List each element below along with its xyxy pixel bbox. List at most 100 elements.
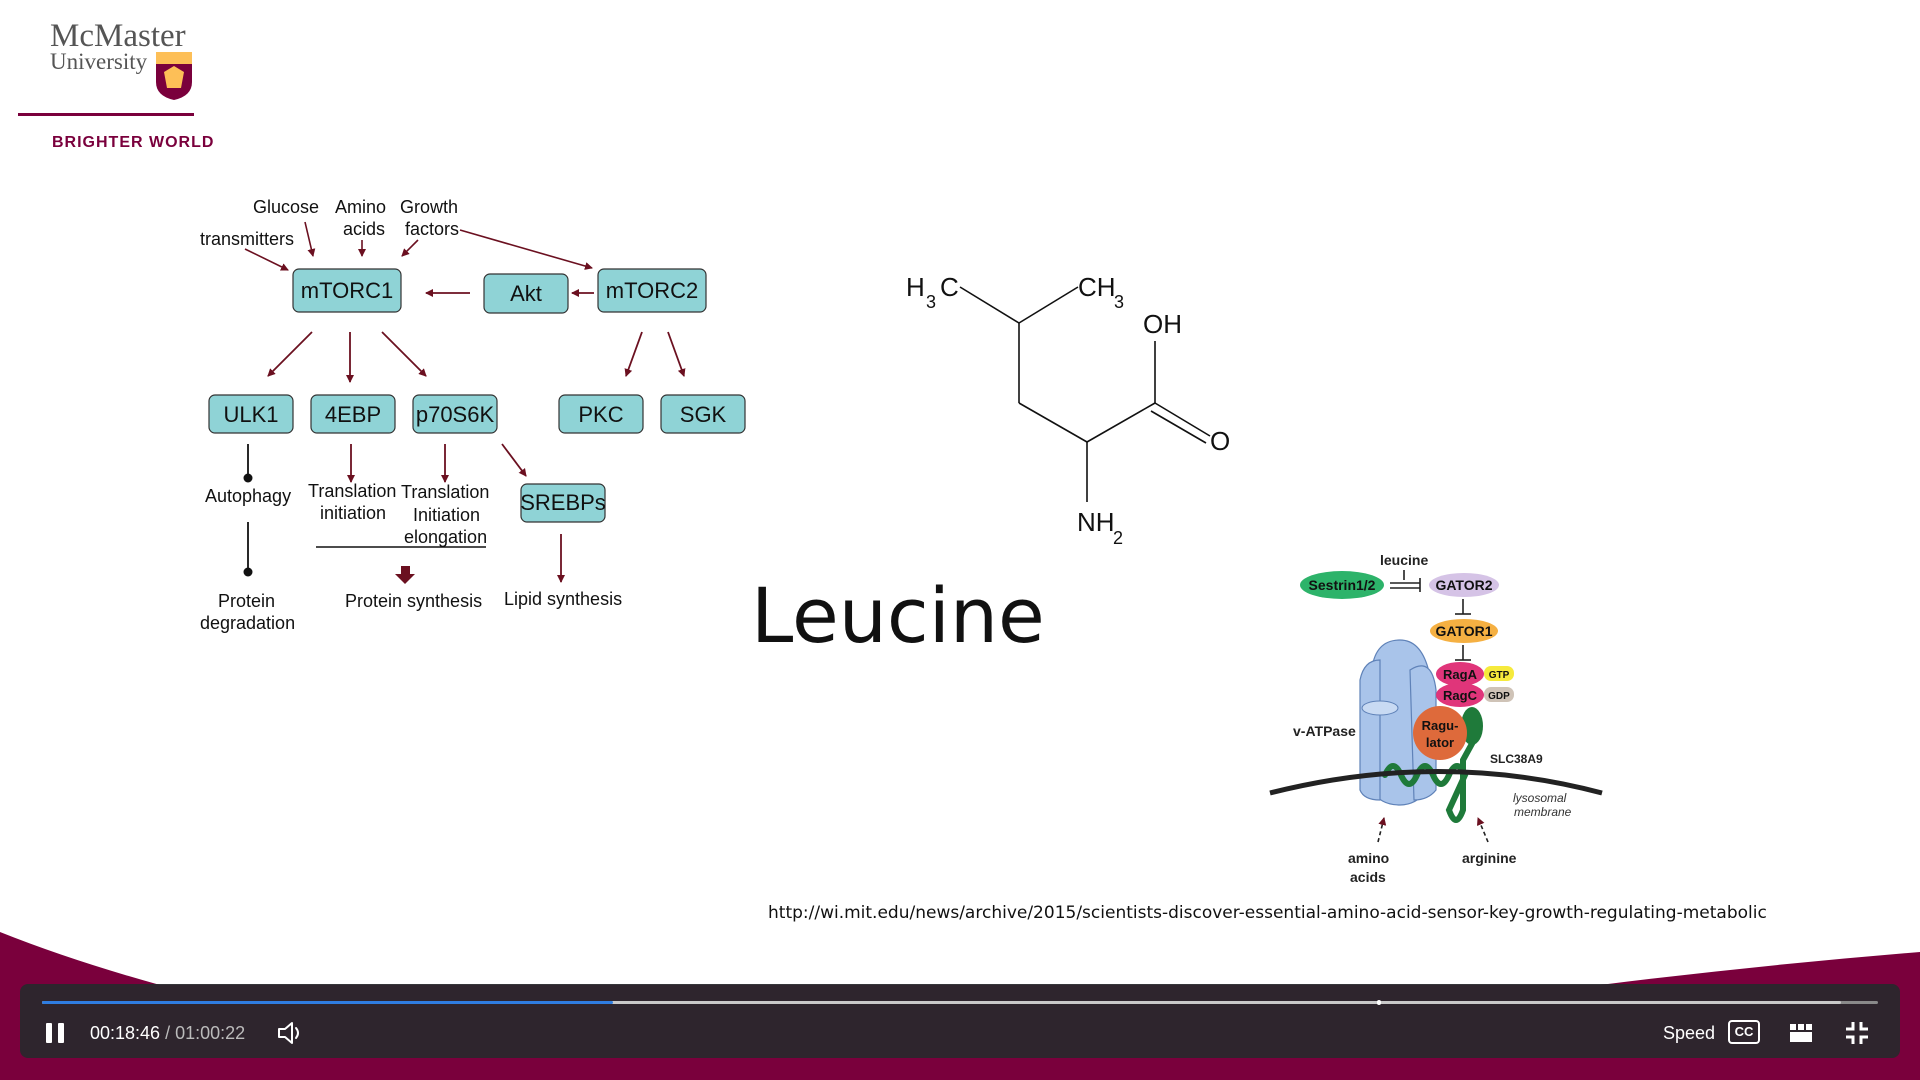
- source-url: http://wi.mit.edu/news/archive/2015/scie…: [768, 903, 1767, 923]
- svg-text:4EBP: 4EBP: [325, 402, 381, 427]
- svg-text:ULK1: ULK1: [223, 402, 278, 427]
- svg-text:mTORC1: mTORC1: [301, 278, 394, 303]
- svg-text:Ragu-: Ragu-: [1422, 718, 1459, 733]
- atom-ch3-sub: 3: [1114, 292, 1124, 312]
- gator1-node: GATOR1: [1430, 619, 1498, 643]
- node-akt: Akt: [483, 273, 569, 314]
- label-leucine: leucine: [1380, 552, 1428, 568]
- pause-button[interactable]: [42, 1020, 68, 1046]
- node-4ebp: 4EBP: [310, 394, 396, 434]
- leucine-inhibit-line: [1390, 570, 1421, 592]
- logo-line-1: McMaster: [50, 18, 186, 54]
- svg-text:mTORC2: mTORC2: [606, 278, 699, 303]
- label-elongation: elongation: [404, 527, 487, 547]
- volume-button[interactable]: [276, 1020, 306, 1046]
- atom-h3c-sub: 3: [926, 292, 936, 312]
- label-acids: acids: [1350, 869, 1386, 885]
- time-display: 00:18:46 / 01:00:22: [90, 1023, 245, 1044]
- node-mtorc2: mTORC2: [597, 268, 707, 313]
- node-p70s6k: p70S6K: [412, 394, 498, 434]
- label-initiation: initiation: [320, 503, 386, 523]
- atom-o: O: [1210, 426, 1230, 456]
- progress-marker: [1376, 1000, 1381, 1005]
- exit-fullscreen-icon: [1846, 1022, 1868, 1044]
- mcmaster-logo: McMaster University BRIGHTER WORLD: [18, 18, 214, 151]
- node-pkc: PKC: [558, 394, 644, 434]
- progress-played: [42, 1001, 613, 1004]
- structure-bonds: [959, 286, 1211, 502]
- label-transmitters: transmitters: [200, 229, 294, 249]
- label-lipid-synthesis: Lipid synthesis: [504, 589, 622, 609]
- gtp-badge: GTP: [1484, 666, 1514, 681]
- label-v-atpase: v-ATPase: [1293, 723, 1356, 739]
- logo-tagline: BRIGHTER WORLD: [52, 134, 214, 151]
- raga-node: RagA: [1436, 662, 1484, 686]
- label-protein: Protein: [218, 591, 275, 611]
- svg-text:p70S6K: p70S6K: [416, 402, 495, 427]
- video-player-controls: 00:18:46 / 01:00:22 Speed CC: [20, 984, 1900, 1058]
- exit-fullscreen-button[interactable]: [1844, 1020, 1870, 1046]
- node-ulk1: ULK1: [208, 394, 294, 434]
- svg-text:GATOR2: GATOR2: [1435, 577, 1492, 593]
- svg-text:GTP: GTP: [1489, 670, 1510, 681]
- atom-nh2-sub: 2: [1113, 528, 1123, 548]
- progress-track[interactable]: [42, 1000, 1878, 1005]
- label-lysosomal: lysosomal: [1513, 791, 1567, 805]
- leucine-structure: H 3 C CH 3 OH O NH 2: [906, 272, 1230, 548]
- label-factors: factors: [405, 219, 459, 239]
- svg-text:RagC: RagC: [1443, 688, 1478, 703]
- svg-text:GATOR1: GATOR1: [1435, 623, 1492, 639]
- logo-line-2: University: [50, 49, 148, 74]
- node-srebps: SREBPs: [520, 483, 606, 523]
- svg-text:SGK: SGK: [680, 402, 727, 427]
- atom-h3c-c: C: [940, 272, 959, 302]
- svg-text:SREBPs: SREBPs: [520, 490, 606, 515]
- node-mtorc1: mTORC1: [292, 268, 402, 313]
- label-initiation-2: Initiation: [413, 505, 480, 525]
- mtor-pathway-diagram: Glucose Amino acids Growth factors trans…: [200, 197, 746, 633]
- svg-text:GDP: GDP: [1488, 691, 1510, 702]
- label-autophagy: Autophagy: [205, 486, 291, 506]
- gdp-badge: GDP: [1484, 687, 1514, 702]
- sestrin-node: Sestrin1/2: [1300, 571, 1384, 599]
- svg-text:RagA: RagA: [1443, 667, 1478, 682]
- atom-oh: OH: [1143, 309, 1182, 339]
- chapters-button[interactable]: [1788, 1021, 1814, 1045]
- label-translation-2: Translation: [401, 482, 489, 502]
- label-amino: Amino: [335, 197, 386, 217]
- chapters-icon: [1790, 1024, 1812, 1042]
- logo-divider: [18, 113, 194, 116]
- svg-text:Sestrin1/2: Sestrin1/2: [1309, 577, 1376, 593]
- atom-ch3: CH: [1078, 272, 1116, 302]
- volume-icon: [278, 1022, 299, 1044]
- current-time: 00:18:46: [90, 1023, 161, 1043]
- label-growth: Growth: [400, 197, 458, 217]
- label-protein-synthesis: Protein synthesis: [345, 591, 482, 611]
- speed-button[interactable]: Speed: [1663, 1023, 1716, 1043]
- lysosomal-membrane: [1269, 769, 1603, 796]
- uptake-arrows: [1377, 817, 1489, 843]
- pathway-arrows: [267, 289, 686, 583]
- label-membrane: membrane: [1514, 805, 1572, 819]
- progress-buffered: [42, 1001, 1842, 1004]
- label-translation: Translation: [308, 481, 396, 501]
- svg-text:PKC: PKC: [578, 402, 623, 427]
- svg-text:Akt: Akt: [510, 281, 542, 306]
- footer-swoosh: [0, 932, 1920, 985]
- synthesis-arrow-icon: [395, 566, 415, 584]
- pause-icon: [46, 1023, 64, 1043]
- label-amino: amino: [1348, 850, 1389, 866]
- atom-nh2: NH: [1077, 507, 1115, 537]
- gator2-node: GATOR2: [1429, 573, 1499, 597]
- lysosome-diagram: leucine Sestrin1/2 GATOR2 GATOR1: [1269, 552, 1603, 885]
- svg-text:lator: lator: [1426, 735, 1454, 750]
- label-acids: acids: [343, 219, 385, 239]
- total-time: 01:00:22: [175, 1023, 246, 1043]
- label-glucose: Glucose: [253, 197, 319, 217]
- captions-button[interactable]: CC: [1728, 1020, 1760, 1044]
- slide-title: Leucine: [751, 571, 1045, 660]
- ragc-node: RagC: [1436, 683, 1484, 707]
- label-arginine: arginine: [1462, 850, 1517, 866]
- input-arrows: [244, 221, 593, 271]
